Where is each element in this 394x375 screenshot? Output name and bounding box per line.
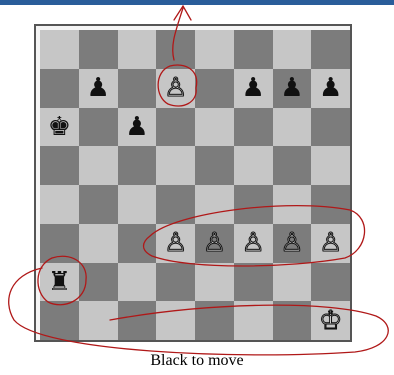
square-e6[interactable] — [195, 108, 234, 147]
square-d3[interactable]: ♙ — [156, 224, 195, 263]
white-pawn-icon[interactable]: ♙ — [319, 230, 342, 256]
square-a7[interactable] — [40, 69, 79, 108]
square-b4[interactable] — [79, 185, 118, 224]
square-h5[interactable] — [311, 146, 350, 185]
square-a2[interactable]: ♜ — [40, 263, 79, 302]
square-f7[interactable]: ♟ — [234, 69, 273, 108]
black-pawn-icon[interactable]: ♟ — [125, 114, 148, 140]
black-pawn-icon[interactable]: ♟ — [241, 75, 264, 101]
square-a5[interactable] — [40, 146, 79, 185]
square-e8[interactable] — [195, 30, 234, 69]
square-h8[interactable] — [311, 30, 350, 69]
square-c6[interactable]: ♟ — [118, 108, 157, 147]
white-pawn-icon[interactable]: ♙ — [164, 230, 187, 256]
square-c7[interactable] — [118, 69, 157, 108]
chess-board[interactable]: ♟ ♙ ♟ ♟ ♟ ♚ ♟ ♙ ♙ ♙ ♙ ♙ ♜ ♔ — [40, 30, 350, 340]
square-c2[interactable] — [118, 263, 157, 302]
square-a3[interactable] — [40, 224, 79, 263]
black-pawn-icon[interactable]: ♟ — [319, 75, 342, 101]
black-pawn-icon[interactable]: ♟ — [280, 75, 303, 101]
square-b7[interactable]: ♟ — [79, 69, 118, 108]
square-a1[interactable] — [40, 301, 79, 340]
square-c1[interactable] — [118, 301, 157, 340]
square-e5[interactable] — [195, 146, 234, 185]
square-d4[interactable] — [156, 185, 195, 224]
square-b2[interactable] — [79, 263, 118, 302]
square-h4[interactable] — [311, 185, 350, 224]
square-h3[interactable]: ♙ — [311, 224, 350, 263]
white-pawn-icon[interactable]: ♙ — [280, 230, 303, 256]
square-g4[interactable] — [273, 185, 312, 224]
top-border-bar — [0, 0, 394, 5]
square-a6[interactable]: ♚ — [40, 108, 79, 147]
square-e7[interactable] — [195, 69, 234, 108]
square-g6[interactable] — [273, 108, 312, 147]
square-f3[interactable]: ♙ — [234, 224, 273, 263]
square-d8[interactable] — [156, 30, 195, 69]
square-g3[interactable]: ♙ — [273, 224, 312, 263]
square-h6[interactable] — [311, 108, 350, 147]
square-a8[interactable] — [40, 30, 79, 69]
square-g5[interactable] — [273, 146, 312, 185]
square-d1[interactable] — [156, 301, 195, 340]
square-g1[interactable] — [273, 301, 312, 340]
square-e3[interactable]: ♙ — [195, 224, 234, 263]
square-f6[interactable] — [234, 108, 273, 147]
square-f1[interactable] — [234, 301, 273, 340]
square-b1[interactable] — [79, 301, 118, 340]
white-pawn-icon[interactable]: ♙ — [164, 75, 187, 101]
square-f8[interactable] — [234, 30, 273, 69]
white-king-icon[interactable]: ♔ — [319, 308, 342, 334]
square-a4[interactable] — [40, 185, 79, 224]
square-g7[interactable]: ♟ — [273, 69, 312, 108]
square-d6[interactable] — [156, 108, 195, 147]
square-f5[interactable] — [234, 146, 273, 185]
white-pawn-icon[interactable]: ♙ — [203, 230, 226, 256]
square-g2[interactable] — [273, 263, 312, 302]
square-f4[interactable] — [234, 185, 273, 224]
turn-caption: Black to move — [0, 352, 394, 370]
square-e4[interactable] — [195, 185, 234, 224]
square-e1[interactable] — [195, 301, 234, 340]
square-b3[interactable] — [79, 224, 118, 263]
square-c8[interactable] — [118, 30, 157, 69]
square-h7[interactable]: ♟ — [311, 69, 350, 108]
white-pawn-icon[interactable]: ♙ — [241, 230, 264, 256]
square-b6[interactable] — [79, 108, 118, 147]
square-f2[interactable] — [234, 263, 273, 302]
square-b8[interactable] — [79, 30, 118, 69]
square-c4[interactable] — [118, 185, 157, 224]
annotation-arrow-head — [174, 6, 191, 20]
black-pawn-icon[interactable]: ♟ — [86, 75, 109, 101]
square-c5[interactable] — [118, 146, 157, 185]
square-d7[interactable]: ♙ — [156, 69, 195, 108]
square-e2[interactable] — [195, 263, 234, 302]
square-b5[interactable] — [79, 146, 118, 185]
square-c3[interactable] — [118, 224, 157, 263]
square-h2[interactable] — [311, 263, 350, 302]
black-rook-icon[interactable]: ♜ — [48, 269, 71, 295]
square-h1[interactable]: ♔ — [311, 301, 350, 340]
square-d5[interactable] — [156, 146, 195, 185]
square-d2[interactable] — [156, 263, 195, 302]
square-g8[interactable] — [273, 30, 312, 69]
black-king-icon[interactable]: ♚ — [48, 114, 71, 140]
